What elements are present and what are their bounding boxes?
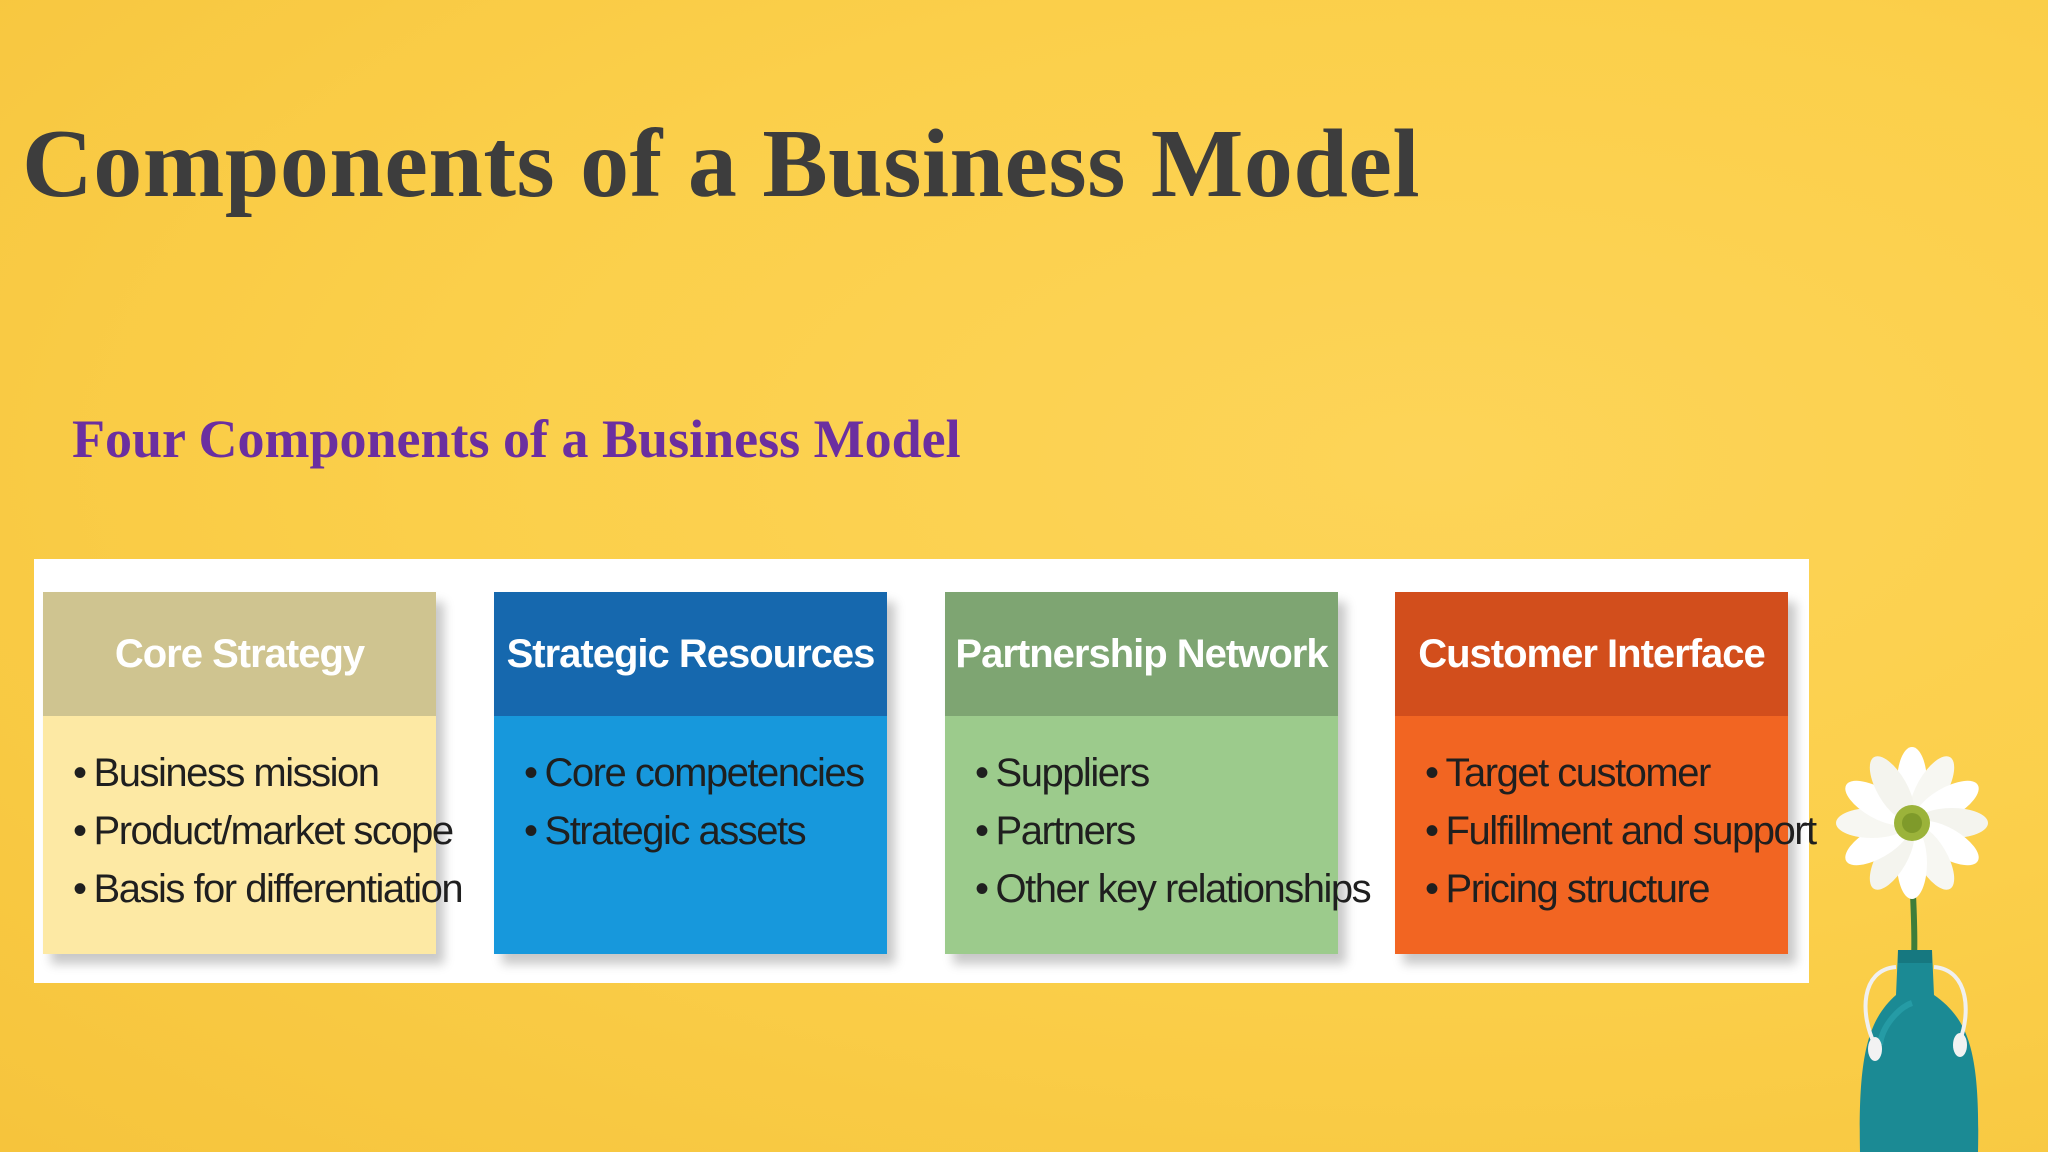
list-item: Partners [975,802,1338,860]
list-item: Target customer [1425,744,1788,802]
card-body: Core competencies Strategic assets [494,716,887,954]
component-card-partnership-network: Partnership Network Suppliers Partners O… [945,592,1372,954]
list-item: Core competencies [524,744,887,802]
item-list: Target customer Fulfillment and support … [1425,744,1818,918]
card-body: Suppliers Partners Other key relationshi… [945,716,1372,954]
card-heading: Strategic Resources [494,592,887,716]
slide-title: Components of a Business Model [22,110,1421,218]
card-heading: Core Strategy [43,592,436,716]
component-card-customer-interface: Customer Interface Target customer Fulfi… [1395,592,1818,954]
item-list: Suppliers Partners Other key relationshi… [975,744,1372,918]
slide-subtitle: Four Components of a Business Model [72,409,961,469]
list-item: Product/market scope [73,802,455,860]
list-item: Suppliers [975,744,1338,802]
list-item: Basis for differentiation [73,860,464,918]
flower-vase-illustration [1836,747,1988,1152]
item-list: Business mission Product/market scope Ba… [73,744,464,918]
card-heading: Customer Interface [1395,592,1788,716]
card-body: Target customer Fulfillment and support … [1395,716,1818,954]
component-card-strategic-resources: Strategic Resources Core competencies St… [494,592,887,954]
card-heading: Partnership Network [945,592,1338,716]
component-card-core-strategy: Core Strategy Business mission Product/m… [43,592,464,954]
item-list: Core competencies Strategic assets [524,744,887,860]
list-item: Strategic assets [524,802,887,860]
card-body: Business mission Product/market scope Ba… [43,716,464,954]
list-item: Fulfillment and support [1425,802,1818,860]
list-item: Other key relationships [975,860,1372,918]
list-item: Pricing structure [1425,860,1788,918]
components-diagram: Core Strategy Business mission Product/m… [34,559,1818,983]
list-item: Business mission [73,744,436,802]
